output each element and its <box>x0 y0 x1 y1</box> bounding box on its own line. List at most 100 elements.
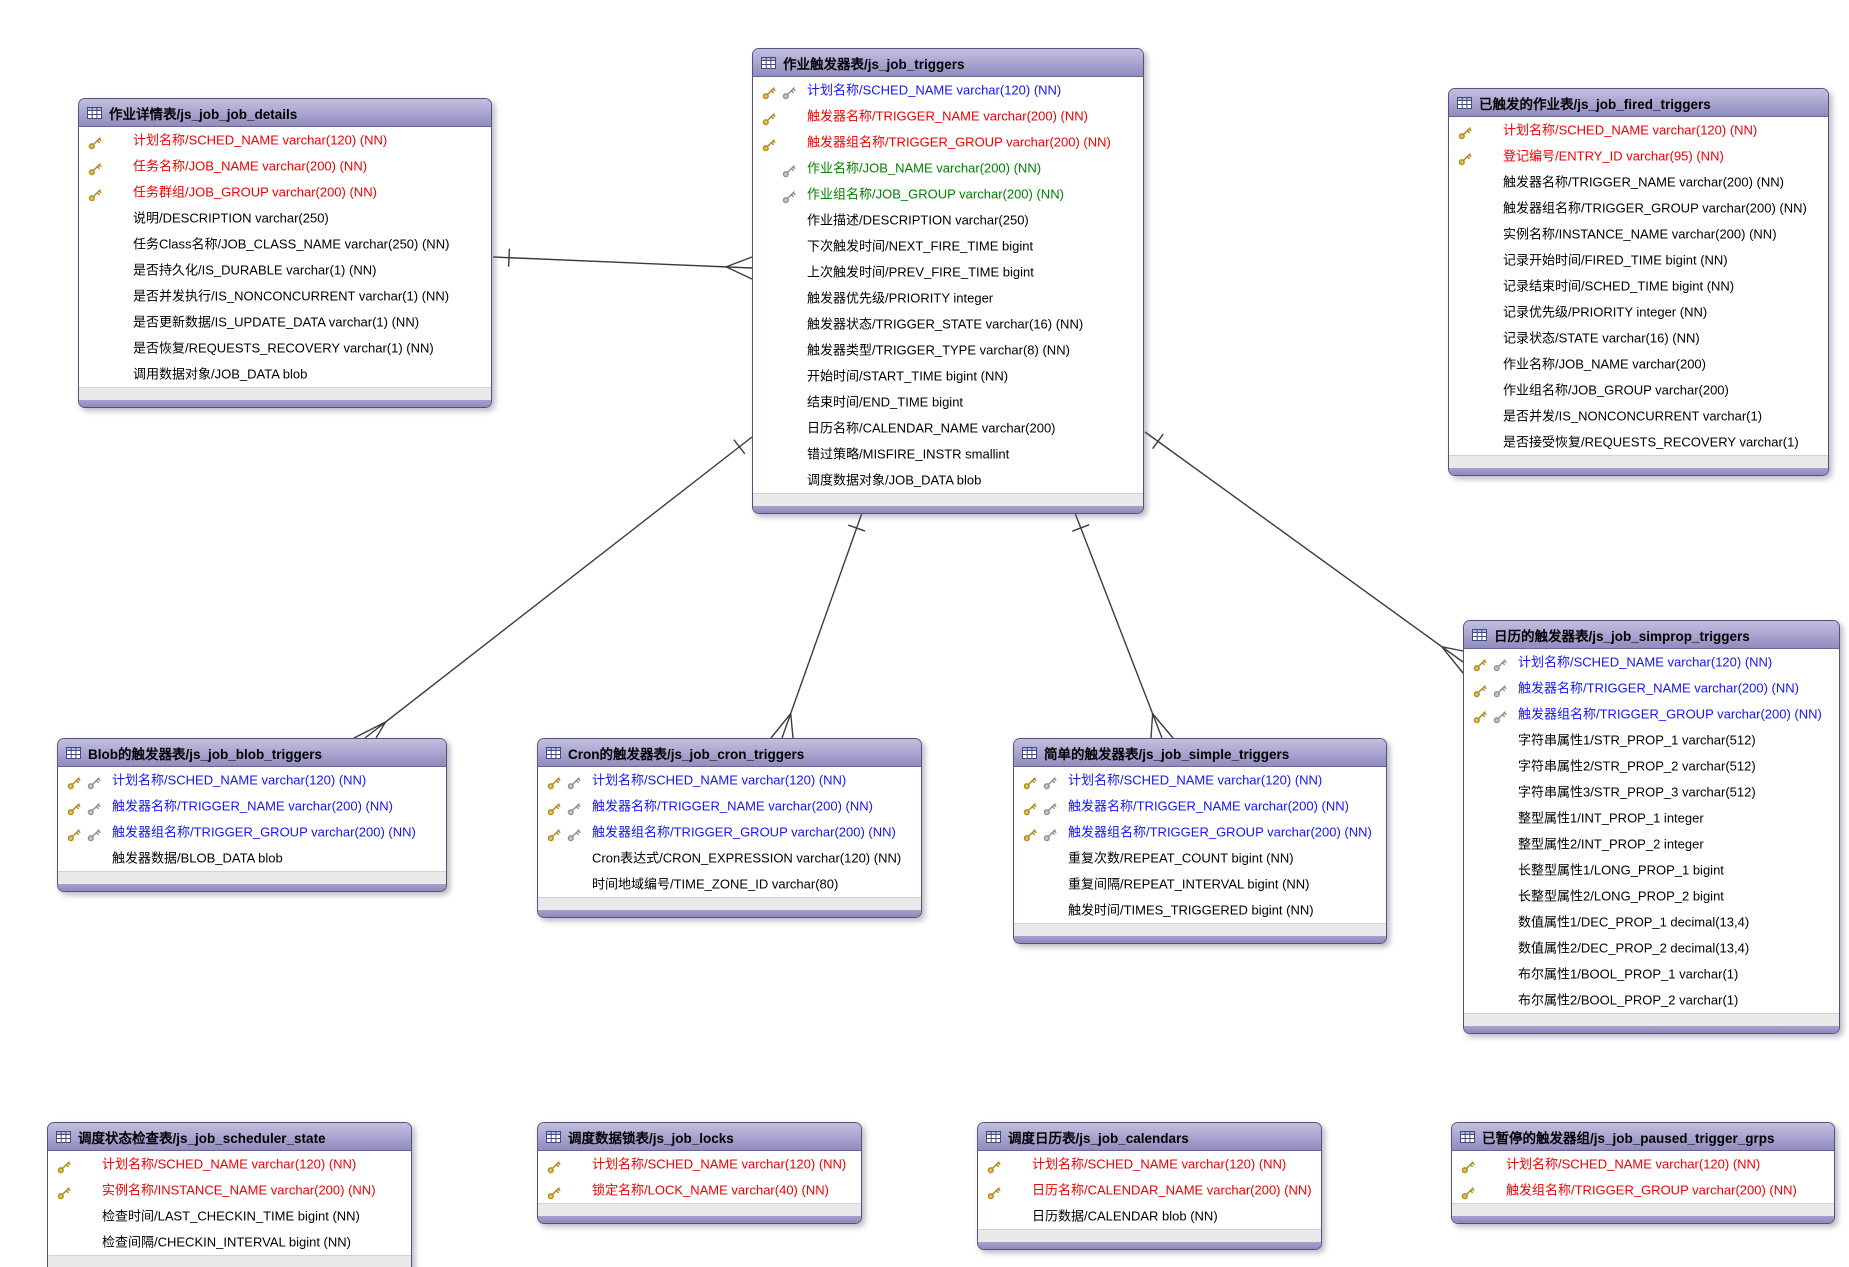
field-row[interactable]: 触发器名称/TRIGGER_NAME varchar(200) (NN) <box>538 793 921 819</box>
entity-header[interactable]: Cron的触发器表/js_job_cron_triggers <box>538 739 921 767</box>
field-row[interactable]: 长整型属性1/LONG_PROP_1 bigint <box>1464 857 1839 883</box>
field-row[interactable]: 触发器名称/TRIGGER_NAME varchar(200) (NN) <box>58 793 446 819</box>
field-row[interactable]: 记录开始时间/FIRED_TIME bigint (NN) <box>1449 247 1828 273</box>
field-row[interactable]: 调用数据对象/JOB_DATA blob <box>79 361 491 387</box>
field-row[interactable]: 作业组名称/JOB_GROUP varchar(200) <box>1449 377 1828 403</box>
entity-calendars[interactable]: 调度日历表/js_job_calendars 计划名称/SCHED_NAME v… <box>977 1122 1322 1250</box>
field-row[interactable]: 计划名称/SCHED_NAME varchar(120) (NN) <box>1452 1151 1834 1177</box>
field-row[interactable]: Cron表达式/CRON_EXPRESSION varchar(120) (NN… <box>538 845 921 871</box>
field-row[interactable]: 计划名称/SCHED_NAME varchar(120) (NN) <box>79 127 491 153</box>
field-row[interactable]: 错过策略/MISFIRE_INSTR smallint <box>753 441 1143 467</box>
field-row[interactable]: 触发器组名称/TRIGGER_GROUP varchar(200) (NN) <box>1464 701 1839 727</box>
field-row[interactable]: 下次触发时间/NEXT_FIRE_TIME bigint <box>753 233 1143 259</box>
field-row[interactable]: 日历名称/CALENDAR_NAME varchar(200) <box>753 415 1143 441</box>
entity-fired_triggers[interactable]: 已触发的作业表/js_job_fired_triggers 计划名称/SCHED… <box>1448 88 1829 476</box>
field-row[interactable]: 触发器组名称/TRIGGER_GROUP varchar(200) (NN) <box>753 129 1143 155</box>
field-row[interactable]: 是否并发/IS_NONCONCURRENT varchar(1) <box>1449 403 1828 429</box>
field-row[interactable]: 计划名称/SCHED_NAME varchar(120) (NN) <box>538 767 921 793</box>
entity-header[interactable]: 简单的触发器表/js_job_simple_triggers <box>1014 739 1386 767</box>
field-row[interactable]: 整型属性1/INT_PROP_1 integer <box>1464 805 1839 831</box>
field-row[interactable]: 数值属性2/DEC_PROP_2 decimal(13,4) <box>1464 935 1839 961</box>
field-row[interactable]: 任务Class名称/JOB_CLASS_NAME varchar(250) (N… <box>79 231 491 257</box>
field-row[interactable]: 重复间隔/REPEAT_INTERVAL bigint (NN) <box>1014 871 1386 897</box>
field-row[interactable]: 任务名称/JOB_NAME varchar(200) (NN) <box>79 153 491 179</box>
entity-header[interactable]: 已触发的作业表/js_job_fired_triggers <box>1449 89 1828 117</box>
field-row[interactable]: 计划名称/SCHED_NAME varchar(120) (NN) <box>978 1151 1321 1177</box>
entity-simple_triggers[interactable]: 简单的触发器表/js_job_simple_triggers 计划名称/SCHE… <box>1013 738 1387 944</box>
field-row[interactable]: 是否并发执行/IS_NONCONCURRENT varchar(1) (NN) <box>79 283 491 309</box>
field-row[interactable]: 检查间隔/CHECKIN_INTERVAL bigint (NN) <box>48 1229 411 1255</box>
entity-simprop_triggers[interactable]: 日历的触发器表/js_job_simprop_triggers 计划名称/SCH… <box>1463 620 1840 1034</box>
field-row[interactable]: 触发器组名称/TRIGGER_GROUP varchar(200) (NN) <box>1014 819 1386 845</box>
field-row[interactable]: 时间地域编号/TIME_ZONE_ID varchar(80) <box>538 871 921 897</box>
entity-header[interactable]: 作业详情表/js_job_job_details <box>79 99 491 127</box>
field-row[interactable]: 实例名称/INSTANCE_NAME varchar(200) (NN) <box>48 1177 411 1203</box>
entity-locks[interactable]: 调度数据锁表/js_job_locks 计划名称/SCHED_NAME varc… <box>537 1122 862 1224</box>
entity-header[interactable]: 调度状态检查表/js_job_scheduler_state <box>48 1123 411 1151</box>
field-row[interactable]: 登记编号/ENTRY_ID varchar(95) (NN) <box>1449 143 1828 169</box>
field-row[interactable]: 触发器名称/TRIGGER_NAME varchar(200) (NN) <box>1449 169 1828 195</box>
field-row[interactable]: 整型属性2/INT_PROP_2 integer <box>1464 831 1839 857</box>
field-row[interactable]: 是否持久化/IS_DURABLE varchar(1) (NN) <box>79 257 491 283</box>
field-row[interactable]: 计划名称/SCHED_NAME varchar(120) (NN) <box>48 1151 411 1177</box>
entity-paused_trigger_grps[interactable]: 已暂停的触发器组/js_job_paused_trigger_grps 计划名称… <box>1451 1122 1835 1224</box>
field-row[interactable]: 字符串属性2/STR_PROP_2 varchar(512) <box>1464 753 1839 779</box>
field-row[interactable]: 检查时间/LAST_CHECKIN_TIME bigint (NN) <box>48 1203 411 1229</box>
field-row[interactable]: 计划名称/SCHED_NAME varchar(120) (NN) <box>1464 649 1839 675</box>
field-row[interactable]: 说明/DESCRIPTION varchar(250) <box>79 205 491 231</box>
field-row[interactable]: 是否恢复/REQUESTS_RECOVERY varchar(1) (NN) <box>79 335 491 361</box>
field-row[interactable]: 触发器名称/TRIGGER_NAME varchar(200) (NN) <box>1464 675 1839 701</box>
field-row[interactable]: 布尔属性2/BOOL_PROP_2 varchar(1) <box>1464 987 1839 1013</box>
field-row[interactable]: 计划名称/SCHED_NAME varchar(120) (NN) <box>1014 767 1386 793</box>
field-row[interactable]: 日历名称/CALENDAR_NAME varchar(200) (NN) <box>978 1177 1321 1203</box>
field-row[interactable]: 触发组名称/TRIGGER_GROUP varchar(200) (NN) <box>1452 1177 1834 1203</box>
field-row[interactable]: 字符串属性1/STR_PROP_1 varchar(512) <box>1464 727 1839 753</box>
entity-job_triggers[interactable]: 作业触发器表/js_job_triggers 计划名称/SCHED_NAME v… <box>752 48 1144 514</box>
entity-cron_triggers[interactable]: Cron的触发器表/js_job_cron_triggers 计划名称/SCHE… <box>537 738 922 918</box>
field-row[interactable]: 计划名称/SCHED_NAME varchar(120) (NN) <box>753 77 1143 103</box>
field-row[interactable]: 计划名称/SCHED_NAME varchar(120) (NN) <box>58 767 446 793</box>
field-row[interactable]: 触发器组名称/TRIGGER_GROUP varchar(200) (NN) <box>58 819 446 845</box>
field-row[interactable]: 重复次数/REPEAT_COUNT bigint (NN) <box>1014 845 1386 871</box>
field-row[interactable]: 锁定名称/LOCK_NAME varchar(40) (NN) <box>538 1177 861 1203</box>
field-row[interactable]: 记录状态/STATE varchar(16) (NN) <box>1449 325 1828 351</box>
field-row[interactable]: 记录优先级/PRIORITY integer (NN) <box>1449 299 1828 325</box>
entity-blob_triggers[interactable]: Blob的触发器表/js_job_blob_triggers 计划名称/SCHE… <box>57 738 447 892</box>
entity-job_details[interactable]: 作业详情表/js_job_job_details 计划名称/SCHED_NAME… <box>78 98 492 408</box>
field-row[interactable]: 是否接受恢复/REQUESTS_RECOVERY varchar(1) <box>1449 429 1828 455</box>
field-row[interactable]: 触发器组名称/TRIGGER_GROUP varchar(200) (NN) <box>538 819 921 845</box>
entity-header[interactable]: Blob的触发器表/js_job_blob_triggers <box>58 739 446 767</box>
field-row[interactable]: 结束时间/END_TIME bigint <box>753 389 1143 415</box>
field-row[interactable]: 布尔属性1/BOOL_PROP_1 varchar(1) <box>1464 961 1839 987</box>
field-row[interactable]: 触发器类型/TRIGGER_TYPE varchar(8) (NN) <box>753 337 1143 363</box>
entity-scheduler_state[interactable]: 调度状态检查表/js_job_scheduler_state 计划名称/SCHE… <box>47 1122 412 1267</box>
entity-header[interactable]: 调度日历表/js_job_calendars <box>978 1123 1321 1151</box>
field-row[interactable]: 计划名称/SCHED_NAME varchar(120) (NN) <box>1449 117 1828 143</box>
field-row[interactable]: 日历数据/CALENDAR blob (NN) <box>978 1203 1321 1229</box>
field-row[interactable]: 调度数据对象/JOB_DATA blob <box>753 467 1143 493</box>
entity-header[interactable]: 日历的触发器表/js_job_simprop_triggers <box>1464 621 1839 649</box>
field-row[interactable]: 开始时间/START_TIME bigint (NN) <box>753 363 1143 389</box>
field-row[interactable]: 作业组名称/JOB_GROUP varchar(200) (NN) <box>753 181 1143 207</box>
field-row[interactable]: 作业描述/DESCRIPTION varchar(250) <box>753 207 1143 233</box>
field-row[interactable]: 是否更新数据/IS_UPDATE_DATA varchar(1) (NN) <box>79 309 491 335</box>
field-row[interactable]: 实例名称/INSTANCE_NAME varchar(200) (NN) <box>1449 221 1828 247</box>
entity-header[interactable]: 已暂停的触发器组/js_job_paused_trigger_grps <box>1452 1123 1834 1151</box>
entity-header[interactable]: 调度数据锁表/js_job_locks <box>538 1123 861 1151</box>
field-row[interactable]: 触发器名称/TRIGGER_NAME varchar(200) (NN) <box>1014 793 1386 819</box>
field-row[interactable]: 上次触发时间/PREV_FIRE_TIME bigint <box>753 259 1143 285</box>
field-row[interactable]: 数值属性1/DEC_PROP_1 decimal(13,4) <box>1464 909 1839 935</box>
field-row[interactable]: 触发器名称/TRIGGER_NAME varchar(200) (NN) <box>753 103 1143 129</box>
field-row[interactable]: 触发时间/TIMES_TRIGGERED bigint (NN) <box>1014 897 1386 923</box>
field-row[interactable]: 记录结束时间/SCHED_TIME bigint (NN) <box>1449 273 1828 299</box>
field-row[interactable]: 作业名称/JOB_NAME varchar(200) (NN) <box>753 155 1143 181</box>
field-row[interactable]: 长整型属性2/LONG_PROP_2 bigint <box>1464 883 1839 909</box>
field-row[interactable]: 触发器数据/BLOB_DATA blob <box>58 845 446 871</box>
field-row[interactable]: 触发器优先级/PRIORITY integer <box>753 285 1143 311</box>
field-row[interactable]: 作业名称/JOB_NAME varchar(200) <box>1449 351 1828 377</box>
entity-header[interactable]: 作业触发器表/js_job_triggers <box>753 49 1143 77</box>
field-row[interactable]: 触发器状态/TRIGGER_STATE varchar(16) (NN) <box>753 311 1143 337</box>
field-row[interactable]: 计划名称/SCHED_NAME varchar(120) (NN) <box>538 1151 861 1177</box>
field-row[interactable]: 任务群组/JOB_GROUP varchar(200) (NN) <box>79 179 491 205</box>
field-row[interactable]: 触发器组名称/TRIGGER_GROUP varchar(200) (NN) <box>1449 195 1828 221</box>
